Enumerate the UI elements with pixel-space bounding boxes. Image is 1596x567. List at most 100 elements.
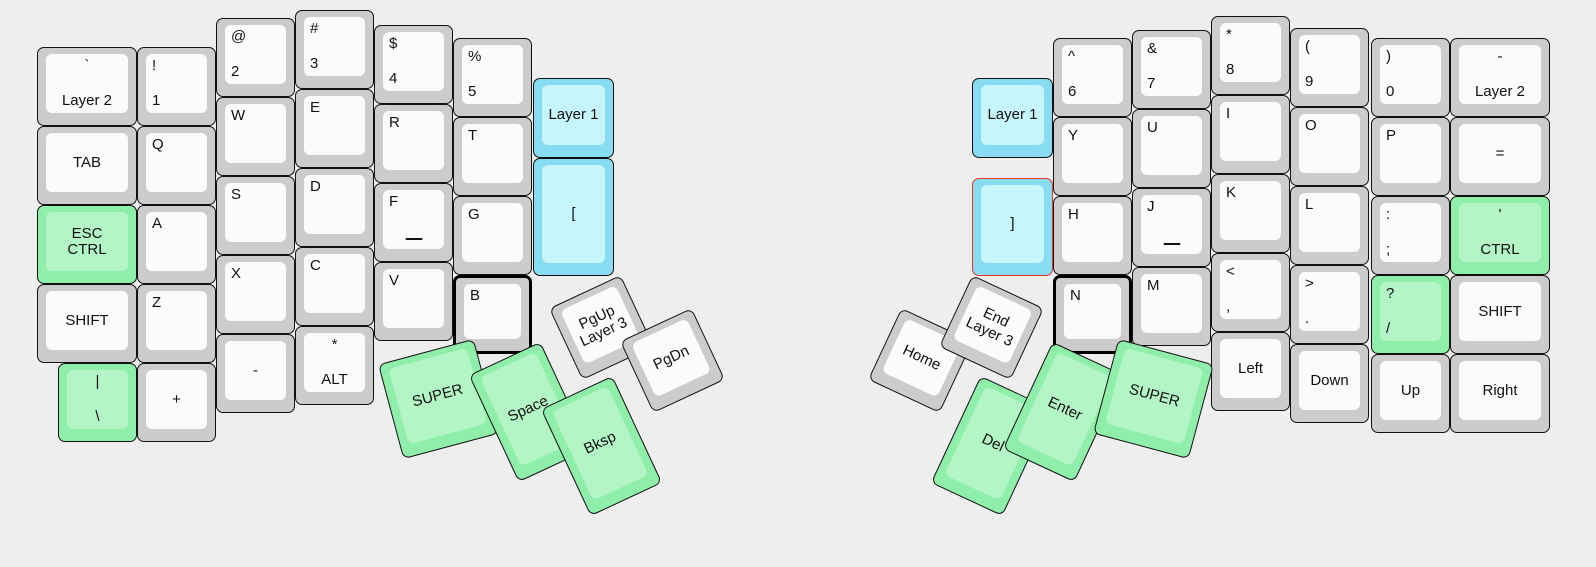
keycap: I <box>1220 102 1281 161</box>
k-e[interactable]: E <box>295 89 374 168</box>
key-label-top: G <box>468 206 480 223</box>
k-star-alt[interactable]: *ALT <box>295 326 374 405</box>
k-o[interactable]: O <box>1290 107 1369 186</box>
k-7[interactable]: &7 <box>1132 30 1211 109</box>
key-label-top: < <box>1226 263 1235 280</box>
key-label-top: D <box>310 178 321 195</box>
key-label-top: R <box>389 114 400 131</box>
key-label-top: ) <box>1386 48 1391 65</box>
key-label: End Layer 3 <box>963 303 1016 350</box>
k-comma[interactable]: <, <box>1211 253 1290 332</box>
k-grave-layer2[interactable]: ` Layer 2 <box>37 47 137 126</box>
k-lbracket[interactable]: [ <box>533 158 614 276</box>
k-j[interactable]: J <box>1132 188 1211 267</box>
keycap: S <box>225 183 286 242</box>
key-label-top: | <box>95 373 100 390</box>
k-m[interactable]: M <box>1132 267 1211 346</box>
k-2[interactable]: @2 <box>216 18 295 97</box>
k-minus-left[interactable]: - <box>216 334 295 413</box>
k-layer1-right[interactable]: Layer 1 <box>972 78 1053 158</box>
key-label-top: ! <box>152 57 157 74</box>
k-r[interactable]: R <box>374 104 453 183</box>
k-h[interactable]: H <box>1053 196 1132 275</box>
keycap: V <box>383 269 444 328</box>
k-semicolon[interactable]: :; <box>1371 196 1450 275</box>
keycap: J <box>1141 195 1202 254</box>
k-4[interactable]: $4 <box>374 25 453 104</box>
key-label-top: ^ <box>1068 48 1076 65</box>
k-w[interactable]: W <box>216 97 295 176</box>
k-shift-right[interactable]: SHIFT <box>1450 275 1550 354</box>
key-label-bottom: ALT <box>321 371 348 388</box>
k-plus[interactable]: + <box>137 363 216 442</box>
k-8[interactable]: *8 <box>1211 16 1290 95</box>
k-super-right[interactable]: SUPER <box>1093 338 1214 460</box>
key-label-bottom: . <box>1305 310 1310 327</box>
key-label-top: > <box>1305 275 1314 292</box>
k-tab[interactable]: TAB <box>37 126 137 205</box>
key-label-top: F <box>389 193 399 210</box>
k-q[interactable]: Q <box>137 126 216 205</box>
k-minus-layer2[interactable]: -Layer 2 <box>1450 38 1550 117</box>
k-0[interactable]: )0 <box>1371 38 1450 117</box>
k-5[interactable]: %5 <box>453 38 532 117</box>
keycap: P <box>1380 124 1441 183</box>
k-k[interactable]: K <box>1211 174 1290 253</box>
keycap: TAB <box>46 133 128 192</box>
k-shift-left[interactable]: SHIFT <box>37 284 137 363</box>
keycap: = <box>1459 124 1541 183</box>
k-esc-ctrl[interactable]: ESC CTRL <box>37 205 137 284</box>
key-label-bottom: Layer 2 <box>61 92 113 109</box>
keycap: SHIFT <box>46 291 128 350</box>
key-label-top: ` <box>84 57 90 74</box>
k-right[interactable]: Right <box>1450 354 1550 433</box>
k-3[interactable]: #3 <box>295 10 374 89</box>
k-y[interactable]: Y <box>1053 117 1132 196</box>
k-quote-ctrl[interactable]: 'CTRL <box>1450 196 1550 275</box>
k-a[interactable]: A <box>137 205 216 284</box>
key-label: SUPER <box>1127 380 1182 411</box>
k-rbracket[interactable]: ] <box>972 178 1053 276</box>
k-c[interactable]: C <box>295 247 374 326</box>
key-label-top: & <box>1147 40 1158 57</box>
k-9[interactable]: (9 <box>1290 28 1369 107</box>
k-f[interactable]: F <box>374 183 453 262</box>
k-6[interactable]: ^6 <box>1053 38 1132 117</box>
k-equals[interactable]: = <box>1450 117 1550 196</box>
k-u[interactable]: U <box>1132 109 1211 188</box>
k-p[interactable]: P <box>1371 117 1450 196</box>
k-layer1-left[interactable]: Layer 1 <box>533 78 614 158</box>
keycap: E <box>304 96 365 155</box>
k-x[interactable]: X <box>216 255 295 334</box>
key-label-top: I <box>1226 105 1231 122</box>
keycap: Left <box>1220 339 1281 398</box>
keycap: SHIFT <box>1459 282 1541 341</box>
key-label: SHIFT <box>65 311 109 329</box>
k-i[interactable]: I <box>1211 95 1290 174</box>
k-t[interactable]: T <box>453 117 532 196</box>
k-g[interactable]: G <box>453 196 532 275</box>
k-period[interactable]: >. <box>1290 265 1369 344</box>
k-l[interactable]: L <box>1290 186 1369 265</box>
k-n[interactable]: N <box>1053 275 1132 354</box>
key-label-top: ? <box>1386 285 1395 302</box>
k-d[interactable]: D <box>295 168 374 247</box>
k-s[interactable]: S <box>216 176 295 255</box>
key-label: Del <box>979 430 1007 456</box>
k-slash[interactable]: ?/ <box>1371 275 1450 354</box>
key-label-top: Q <box>152 136 164 153</box>
k-v[interactable]: V <box>374 262 453 341</box>
key-label: Bksp <box>581 428 619 458</box>
keycap: *8 <box>1220 23 1281 82</box>
keycap: ` Layer 2 <box>46 54 128 113</box>
keycap: L <box>1299 193 1360 252</box>
key-label-top: Y <box>1068 127 1079 144</box>
k-z[interactable]: Z <box>137 284 216 363</box>
k-1[interactable]: !1 <box>137 47 216 126</box>
k-up[interactable]: Up <box>1371 354 1450 433</box>
k-pipe-backslash[interactable]: |\ <box>58 363 137 442</box>
key-label-bottom: 3 <box>310 55 319 72</box>
k-down[interactable]: Down <box>1290 344 1369 423</box>
k-left[interactable]: Left <box>1211 332 1290 411</box>
key-label-top: J <box>1147 198 1155 215</box>
